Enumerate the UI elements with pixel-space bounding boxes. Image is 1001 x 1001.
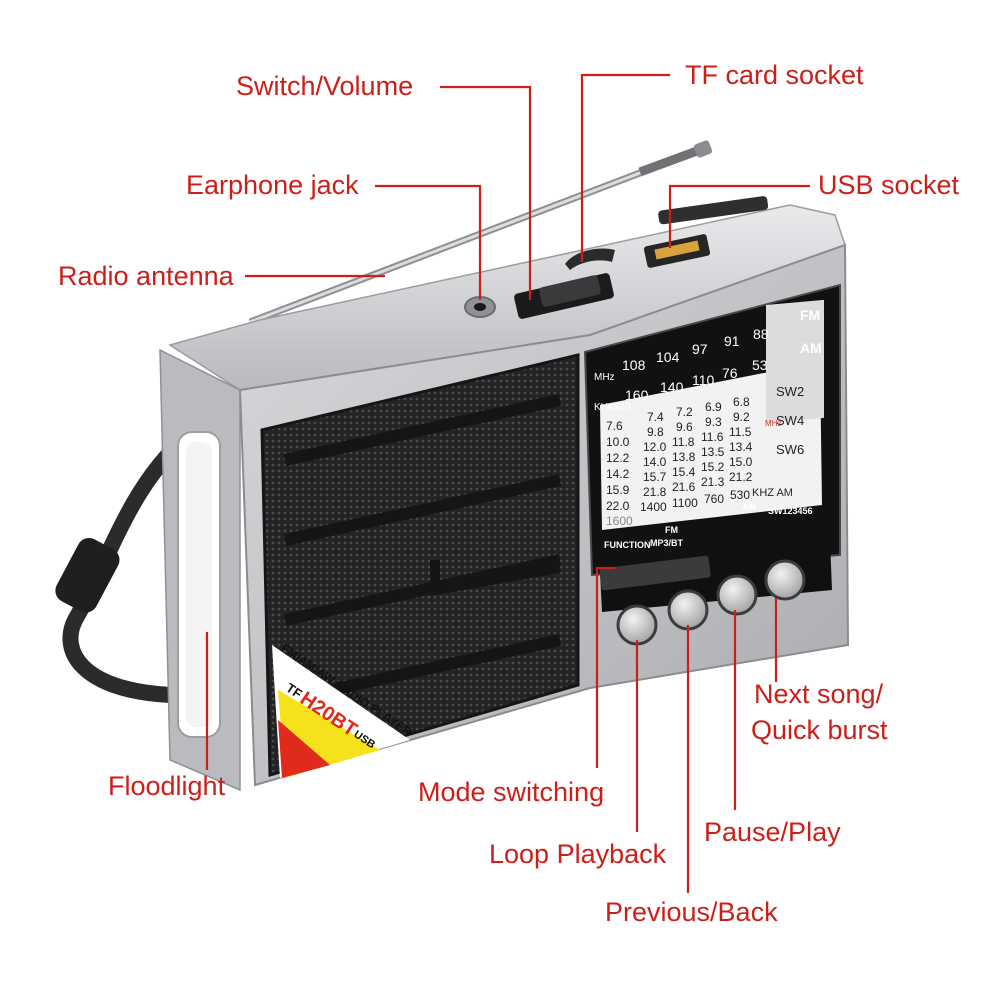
label-tf-card-socket: TF card socket — [685, 60, 864, 90]
dial-mhz-side: MHz — [765, 419, 781, 428]
leader-earphone — [375, 184, 482, 300]
usb-port[interactable] — [643, 234, 711, 269]
sw-row-4-2: 13.5 — [701, 445, 725, 459]
label-floodlight: Floodlight — [108, 771, 226, 801]
fm-scale-1: 104 — [656, 349, 680, 365]
label-radio-antenna: Radio antenna — [58, 261, 234, 291]
sw-row-3-2: 11.6 — [701, 430, 724, 444]
label-quick-burst: Quick burst — [751, 715, 888, 745]
volume-wheel[interactable] — [513, 272, 614, 319]
sw-row-1-3: 6.8 — [733, 395, 750, 409]
sw-row-5-3: 15.0 — [729, 455, 753, 469]
dial-mhz-label: MHz — [594, 372, 615, 383]
am-scale-4: 53 — [752, 357, 768, 373]
am-scale-3: 76 — [722, 365, 738, 381]
sw-row-2-0: 9.8 — [647, 425, 664, 439]
function-fm: FM — [665, 525, 678, 535]
sw-band-2: SW2 — [776, 384, 804, 399]
tuning-dial — [583, 283, 841, 577]
left-col-4: 15.9 — [606, 483, 630, 497]
sticker-tf-text: TF — [283, 680, 305, 701]
sw-row-6-3: 21.2 — [729, 470, 753, 484]
model-sticker — [272, 645, 410, 778]
label-previous-back: Previous/Back — [605, 897, 778, 927]
left-col-0: 7.6 — [606, 419, 623, 433]
label-loop-playback: Loop Playback — [489, 839, 667, 869]
am-scale-0: 160 — [625, 387, 649, 403]
leader-switch-volume — [440, 85, 532, 300]
sw-row-6-2: 21.3 — [701, 475, 725, 489]
sw-row-4-1: 13.8 — [672, 450, 696, 464]
sw-row-1-0: 7.4 — [647, 410, 664, 424]
tf-card-slot[interactable] — [565, 248, 615, 270]
fm-scale-4: 88 — [753, 326, 769, 342]
sw-row-1-2: 6.9 — [705, 400, 722, 414]
function-mp3-bt: MP3/BT — [650, 538, 684, 548]
label-pause-play: Pause/Play — [704, 817, 841, 847]
label-earphone-jack: Earphone jack — [186, 170, 359, 200]
sw-row-5-2: 15.2 — [701, 460, 725, 474]
dial-am-label: AM — [800, 340, 822, 356]
left-col-6: 1600 — [606, 514, 633, 528]
sw-row-3-1: 11.8 — [672, 435, 695, 449]
fm-scale-2: 97 — [692, 341, 708, 357]
am-row-0: 1400 — [640, 500, 667, 514]
loop-playback-button[interactable] — [616, 604, 658, 646]
sw-band-4: SW4 — [776, 413, 804, 428]
sw-row-2-1: 9.6 — [676, 420, 693, 434]
sw-row-5-0: 15.7 — [643, 470, 667, 484]
dial-khz-label: KHzX10 — [594, 402, 631, 413]
am-row-2: 760 — [704, 492, 724, 506]
leader-usb — [668, 184, 810, 248]
am-row-unit: KHZ AM — [752, 487, 793, 499]
am-scale-2: 110 — [692, 372, 715, 388]
pause-play-button[interactable] — [716, 574, 758, 616]
sw-row-2-2: 9.3 — [705, 415, 722, 429]
left-col-5: 22.0 — [606, 499, 630, 513]
am-scale-1: 140 — [660, 379, 684, 395]
previous-button[interactable] — [667, 589, 709, 631]
sw-row-4-0: 14.0 — [643, 455, 667, 469]
sw-row-3-0: 12.0 — [643, 440, 667, 454]
label-switch-volume: Switch/Volume — [236, 71, 414, 101]
sw-row-3-3: 11.5 — [729, 425, 752, 439]
label-next-song: Next song/ — [754, 679, 884, 709]
function-sw: SW123456 — [768, 506, 813, 516]
dial-fm-label: FM — [800, 307, 820, 323]
hand-strap — [55, 422, 218, 703]
left-col-3: 14.2 — [606, 467, 630, 481]
sw-row-6-1: 21.6 — [672, 480, 696, 494]
sw-row-1-1: 7.2 — [676, 405, 693, 419]
sw-row-6-0: 21.8 — [643, 485, 667, 499]
sw-band-6: SW6 — [776, 442, 804, 457]
sw-row-2-3: 9.2 — [733, 410, 750, 424]
top-clip — [658, 196, 769, 225]
speaker-grille — [260, 353, 580, 777]
leader-tf-card — [580, 73, 670, 262]
left-col-2: 12.2 — [606, 451, 630, 465]
leader-lines — [205, 73, 810, 893]
label-mode-switching: Mode switching — [418, 777, 605, 807]
left-col-1: 10.0 — [606, 435, 630, 449]
next-button[interactable] — [764, 559, 806, 601]
antenna — [248, 140, 713, 326]
label-usb-socket: USB socket — [818, 170, 960, 200]
am-row-1: 1100 — [672, 496, 698, 510]
fm-scale-3: 91 — [724, 333, 740, 349]
sw-row-5-1: 15.4 — [672, 465, 696, 479]
leader-mode — [595, 566, 615, 768]
function-am: AM — [742, 502, 756, 512]
sw-row-4-3: 13.4 — [729, 440, 753, 454]
am-row-3: 530 — [730, 488, 750, 502]
function-label: FUNCTION — [604, 540, 651, 550]
fm-scale-0: 108 — [622, 357, 646, 373]
